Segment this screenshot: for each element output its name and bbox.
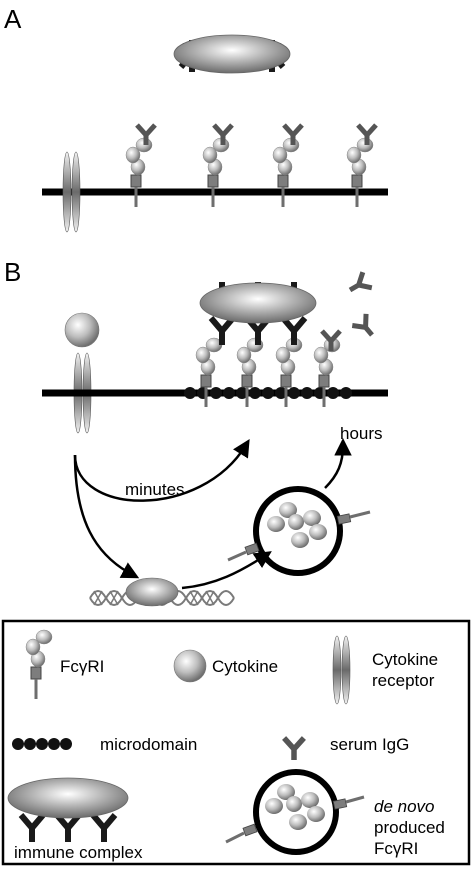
legend-cytokine-receptor-line2: receptor [372,671,435,690]
immune-complex-b [199,282,317,345]
panel-a-label: A [4,4,22,34]
label-hours: hours [340,424,383,443]
arrow-to-dna [73,454,140,579]
legend-microdomain-label: microdomain [100,735,197,754]
legend-cytokine-receptor-icon [332,635,351,705]
legend-denovo-line3: FcγRI [374,839,418,858]
label-minutes: minutes [125,480,185,499]
legend-microdomain-icon [12,738,72,750]
legend-denovo-fcgri-icon [225,769,365,855]
legend-serum-igg-label: serum IgG [330,735,409,754]
legend-fcgri-label: FcγRI [60,657,104,676]
arrow-hours [324,438,352,489]
legend-box [1,619,471,866]
legend-cytokine-receptor-line1: Cytokine [372,650,438,669]
legend-serum-igg-icon [284,738,304,760]
legend-immune-complex-label: immune complex [14,843,143,862]
arrow-to-vesicle [181,551,272,590]
legend-denovo-line2: produced [374,818,445,837]
denovo-vesicle-b [227,486,371,576]
panel-b-label: B [4,257,21,287]
transcription-factor-icon [125,577,179,607]
immune-complex-a [173,34,291,73]
legend-denovo-line1: de novo [374,797,435,816]
arrow-minutes [73,439,250,502]
legend-cytokine-label: Cytokine [212,657,278,676]
cytokine-bound-b [64,312,100,348]
serum-igg-displaced [322,272,379,351]
legend-fcgri-icon [24,628,54,701]
legend-immune-complex-icon [7,777,129,842]
legend-cytokine-icon [173,649,207,683]
